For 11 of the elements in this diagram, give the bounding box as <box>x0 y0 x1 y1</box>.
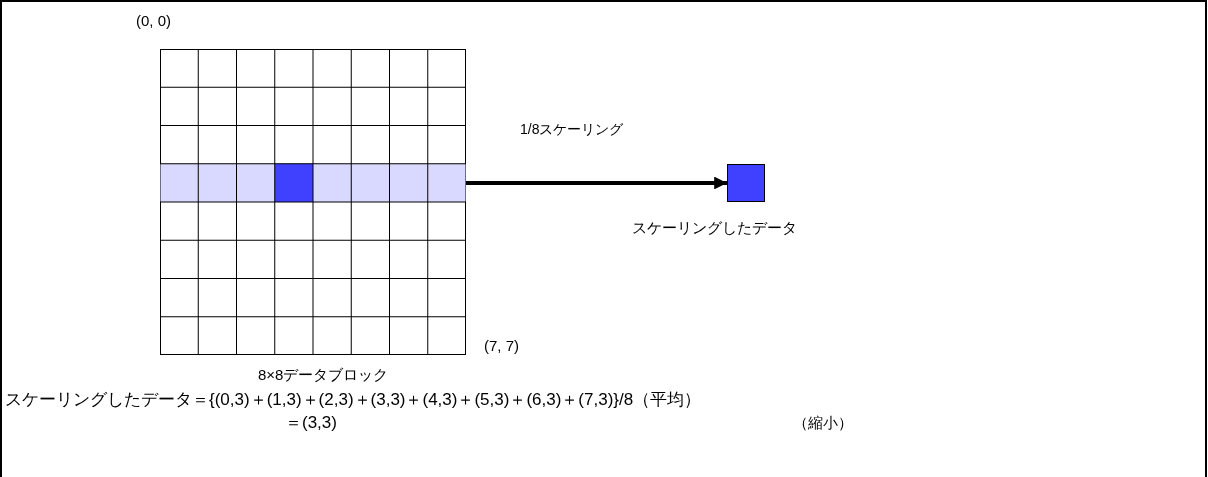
scaled-data-square <box>727 164 765 202</box>
node-label: (0, 0) <box>136 12 171 30</box>
node-label: スケーリングしたデータ <box>632 219 797 237</box>
edge-label: 1/8スケーリング <box>520 121 624 138</box>
formula-text: ＝(3,3) <box>285 413 337 433</box>
arrow <box>466 176 727 190</box>
formula-text: スケーリングしたデータ＝{(0,3)＋(1,3)＋(2,3)＋(3,3)＋(4,3)＋(5,3)＋(6,3)＋(7,3)}/8（平均） <box>5 390 702 410</box>
note-text: （縮小） <box>793 414 853 432</box>
data-block-grid <box>160 49 466 355</box>
node-label: 8×8データブロック <box>258 366 389 384</box>
node-label: (7, 7) <box>484 337 519 355</box>
